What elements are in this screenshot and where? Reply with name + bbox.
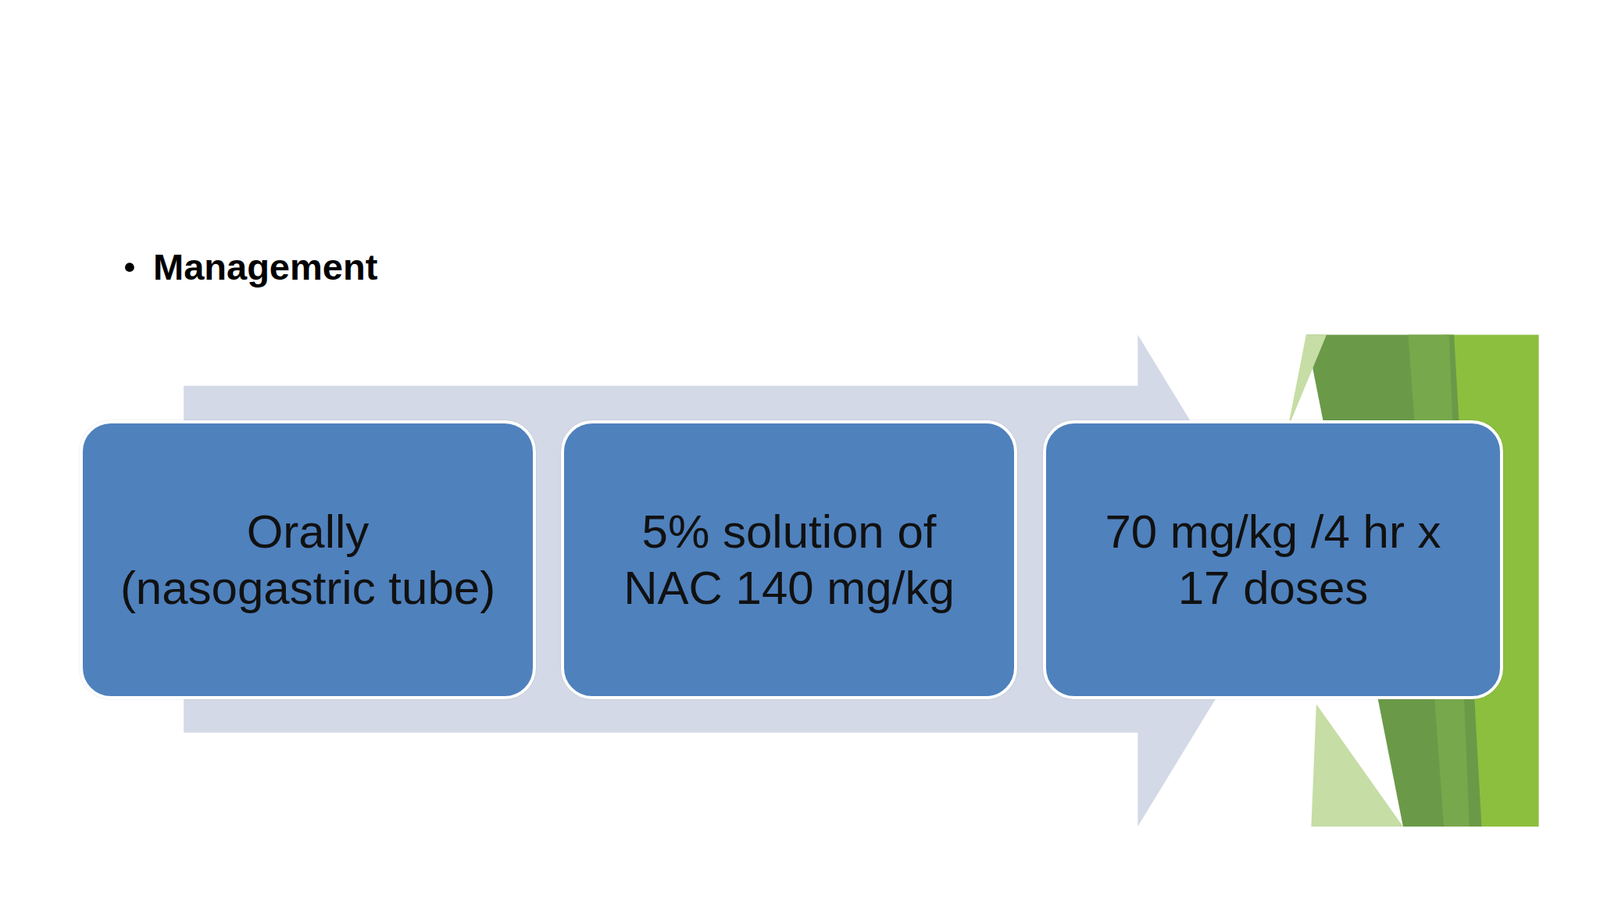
box-label: Orally (nasogastric tube): [116, 503, 500, 617]
slide-heading: Management: [153, 245, 378, 289]
box-label: 70 mg/kg /4 hr x 17 doses: [1082, 503, 1465, 617]
green-decoration: [1310, 703, 1404, 827]
process-box: Orally (nasogastric tube): [79, 420, 536, 700]
box-label: 5% solution of NAC 140 mg/kg: [597, 503, 981, 617]
process-box: 70 mg/kg /4 hr x 17 doses: [1042, 420, 1504, 700]
process-box: 5% solution of NAC 140 mg/kg: [560, 420, 1018, 700]
bullet-dot: [125, 262, 135, 272]
green-decoration: [1287, 334, 1327, 429]
